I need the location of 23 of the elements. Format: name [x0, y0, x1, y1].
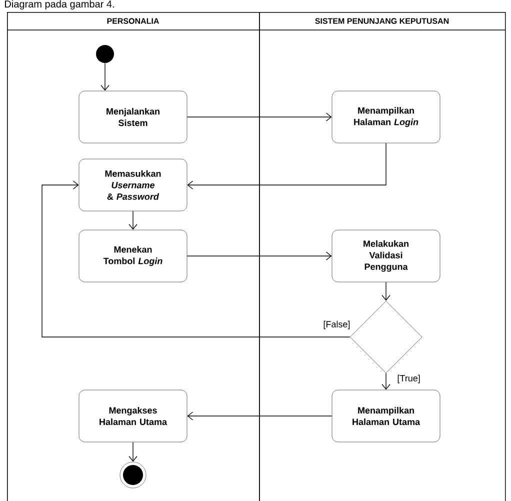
end-dot	[120, 462, 146, 488]
arrow	[100, 62, 110, 91]
arrow	[382, 282, 390, 301]
action-box: Menekan Tombol Login	[78, 230, 188, 282]
action-box: Mengakses Halaman Utama	[78, 390, 188, 442]
action-box: Menjalankan Sistem	[78, 90, 188, 144]
arrow	[186, 112, 332, 122]
start-dot	[96, 45, 114, 63]
caption-text: Diagram pada gambar 4.	[5, 0, 114, 10]
arrow	[128, 442, 138, 462]
edge-label: [True]	[396, 374, 422, 384]
arrow	[187, 142, 386, 190]
arrow	[186, 252, 332, 260]
arrow	[128, 210, 138, 230]
edge-label: [False]	[322, 320, 352, 330]
action-box: Menampilkan Halaman Login	[332, 90, 440, 144]
arrow	[382, 372, 390, 390]
decision-diamond	[350, 300, 422, 374]
action-box: Menampilkan Halaman Utama	[332, 390, 440, 442]
action-box: Memasukkan Username & Password	[78, 158, 188, 212]
arrow	[187, 412, 332, 420]
action-box: Melakukan Validasi Pengguna	[332, 230, 440, 282]
arrow	[42, 180, 350, 338]
